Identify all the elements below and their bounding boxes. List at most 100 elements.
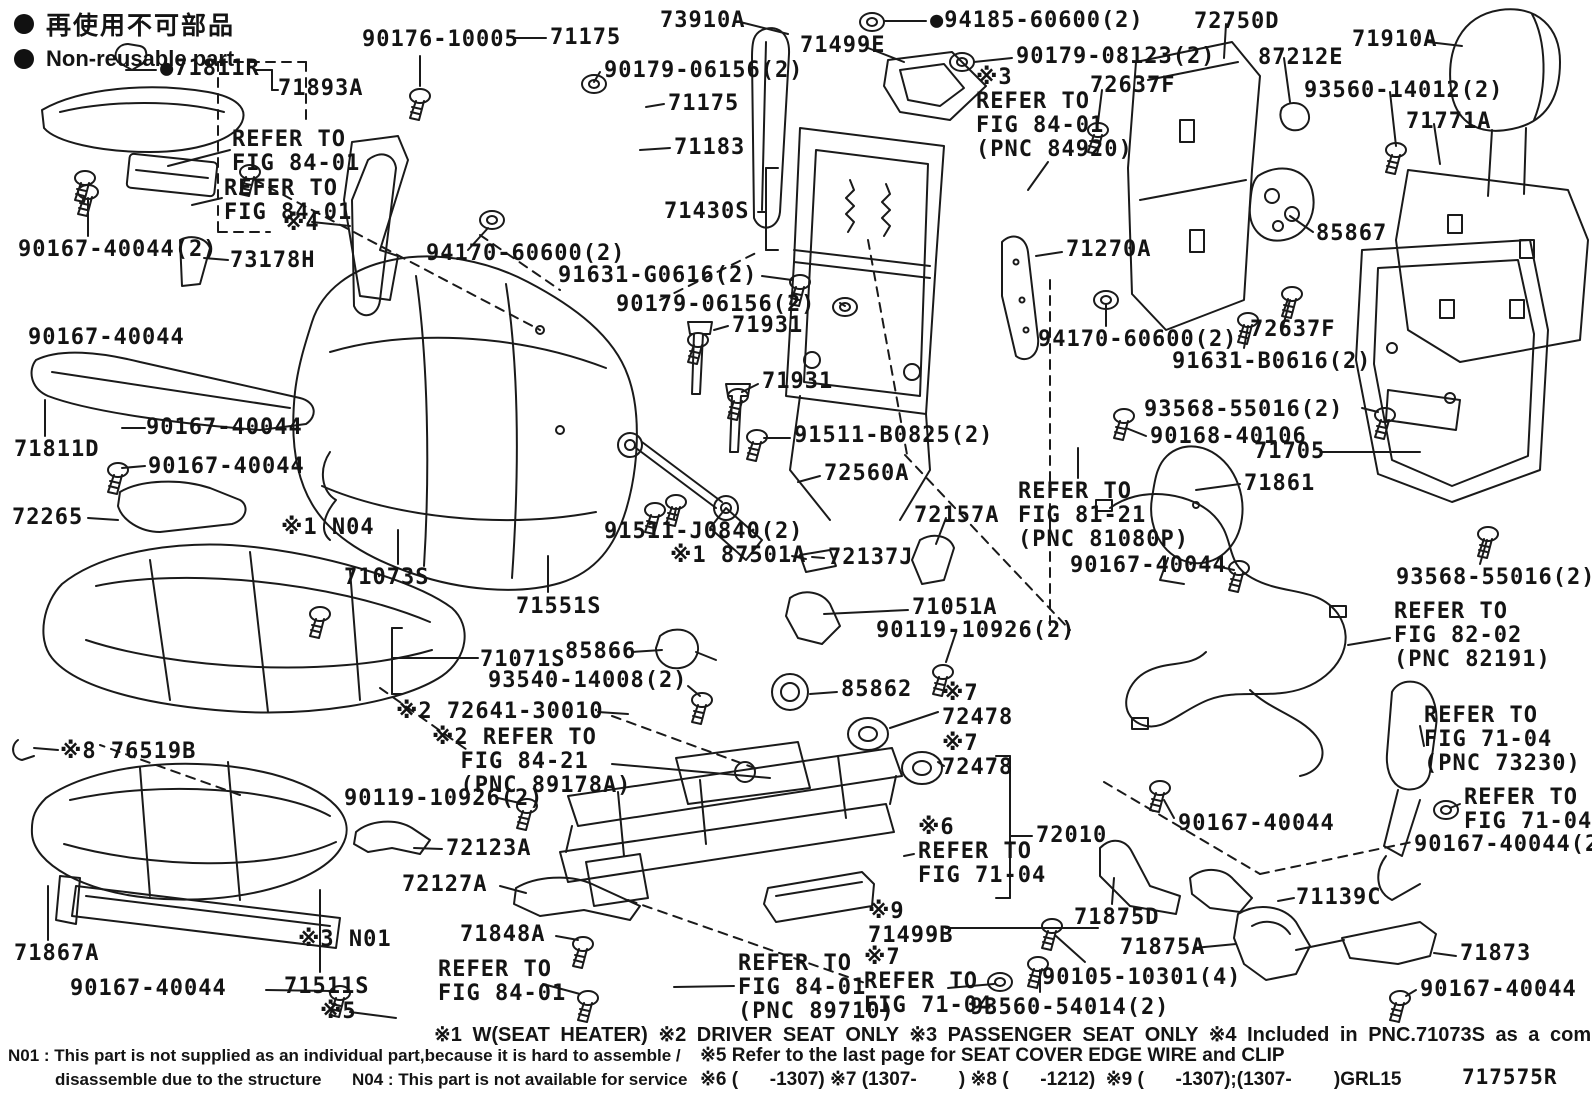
part-label: 93560-14012(2): [1304, 78, 1504, 103]
part-label: REFER TO FIG 82-02 (PNC 82191): [1394, 599, 1551, 672]
leader-line: [903, 853, 915, 857]
part-label: 93560-54014(2): [970, 995, 1170, 1020]
leader-line: [1277, 897, 1295, 902]
part-label: REFER TO FIG 84-01: [224, 176, 353, 225]
part-label: 72137J: [828, 545, 914, 570]
part-label: 71551S: [516, 594, 602, 619]
leader-line: [797, 475, 821, 483]
construction-line: [1103, 781, 1261, 875]
leader-line: [1281, 299, 1291, 331]
part-label: 71931: [762, 369, 834, 394]
part-label: 90167-40044: [1070, 553, 1227, 578]
leader-line: [1449, 803, 1461, 809]
part-label: ※8 76519B: [60, 739, 197, 764]
leader-line: [499, 885, 527, 894]
part-label: 91631-G0616(2): [558, 263, 758, 288]
part-label: ※7 REFER TO FIG 71-04: [864, 945, 993, 1018]
part-label: 71861: [1244, 471, 1316, 496]
leader-line: [121, 465, 146, 469]
part-label: REFER TO FIG 81-21 (PNC 81080P): [1018, 479, 1189, 552]
leader-line: [935, 517, 947, 545]
non-reusable-dot-icon: [14, 14, 34, 34]
part-label: 71183: [674, 135, 746, 160]
construction-line: [659, 251, 759, 301]
footnote-n01-line2: disassemble due to the structure: [55, 1070, 322, 1089]
leader-line: [1433, 952, 1457, 957]
leader-line: [673, 985, 735, 988]
part-label: 90179-06156(2): [616, 292, 816, 317]
part-label: ※7 72478: [942, 731, 1014, 780]
leader-line: [639, 147, 671, 151]
part-label: 90167-40044(2): [18, 237, 218, 262]
part-label: 71705: [1254, 439, 1326, 464]
construction-line: [379, 687, 471, 753]
part-label: 71270A: [1066, 237, 1152, 262]
part-label: ※4: [283, 211, 320, 236]
part-label: 90167-40044(2): [1414, 832, 1592, 857]
part-label: 90119-10926(2): [876, 618, 1076, 643]
leader-line: [1195, 483, 1241, 491]
leader-line: [87, 517, 119, 521]
footnote-n01-line1: N01 : This part is not supplied as an in…: [8, 1046, 681, 1065]
leader-line: [1193, 943, 1237, 949]
construction-line: [479, 234, 561, 291]
leader-line: [947, 983, 995, 989]
leader-line: [1389, 91, 1397, 147]
part-label: 90167-40044: [146, 415, 303, 440]
part-label: 73910A: [660, 8, 746, 33]
leader-line: [1419, 725, 1425, 747]
part-label: 90167-40044: [28, 325, 185, 350]
part-label: 71893A: [278, 76, 364, 101]
part-label: 71867A: [14, 941, 100, 966]
figure-code: 717575R: [1462, 1065, 1558, 1089]
part-label: ※1 N04: [281, 515, 375, 540]
construction-line: [99, 744, 241, 796]
part-label: 71910A: [1352, 27, 1438, 52]
leader-line: [203, 257, 229, 261]
legend-row-en: Non-reusable part: [14, 46, 235, 72]
leader-line: [349, 1011, 397, 1019]
part-label: 71071S: [480, 647, 566, 672]
part-label: 72010: [1036, 823, 1108, 848]
part-label: REFER TO FIG 71-04: [1464, 785, 1592, 834]
leader-line: [265, 989, 333, 992]
seat-back-cushion-drawing: [292, 153, 638, 591]
non-reusable-dot-icon: [14, 49, 34, 69]
part-label: 71139C: [1296, 885, 1382, 910]
riser-drawings: [1099, 839, 1437, 981]
part-label: 71511S: [284, 974, 370, 999]
part-label: REFER TO FIG 84-01: [232, 127, 361, 176]
construction-line: [627, 899, 869, 985]
part-label: ※2 72641-30010: [396, 699, 604, 724]
part-label: 93540-14008(2): [488, 668, 688, 693]
part-label: 71931: [732, 313, 804, 338]
leader-line: [761, 275, 793, 281]
leader-line: [1215, 565, 1235, 571]
part-label: 93568-55016(2): [1396, 565, 1592, 590]
part-label: 71175: [668, 91, 740, 116]
part-label: 72157A: [914, 503, 1000, 528]
part-label: ※2 REFER TO FIG 84-21 (PNC 89178A): [432, 725, 632, 798]
leader-line: [739, 21, 789, 35]
part-label: 71873: [1460, 941, 1532, 966]
part-label: REFER TO FIG 84-01: [438, 957, 567, 1006]
leader-line: [937, 761, 945, 767]
leader-line: [1125, 427, 1147, 437]
part-label: 72637F: [1250, 317, 1336, 342]
leader-line: [1111, 877, 1115, 905]
leader-line: [1347, 637, 1391, 646]
leader-line: [1097, 89, 1103, 123]
part-label: ※1 87501A: [670, 543, 807, 568]
part-label: ※3 REFER TO FIG 84-01 (PNC 84920): [976, 65, 1133, 162]
headrest-drawing: [1449, 8, 1561, 197]
part-label: ※5: [320, 999, 357, 1024]
legend-text-jp: 再使用不可部品: [46, 11, 236, 40]
part-label: REFER TO FIG 84-01 (PNC 89710): [738, 951, 895, 1024]
part-label: 71175: [550, 25, 622, 50]
part-label: 71499E: [800, 33, 886, 58]
part-label: 85866: [565, 639, 637, 664]
footnote-n04: N04 : This part is not available for ser…: [352, 1070, 688, 1089]
